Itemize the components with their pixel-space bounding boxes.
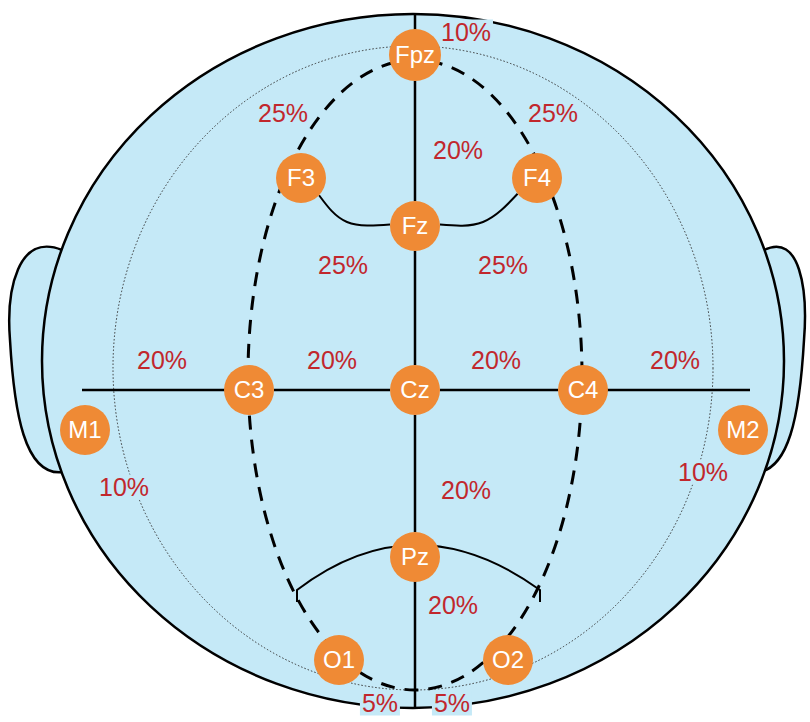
electrode-circle: F4 — [512, 153, 562, 203]
distance-percent: 10% — [97, 475, 151, 500]
electrode-label: O1 — [323, 648, 355, 672]
electrode-circle: O2 — [483, 635, 533, 685]
distance-percent: 10% — [439, 20, 493, 45]
distance-percent: 5% — [432, 691, 472, 716]
coronal-line — [583, 389, 750, 392]
electrode-label: M2 — [726, 418, 759, 442]
electrode-label: M1 — [68, 418, 101, 442]
electrode-circle: O1 — [314, 635, 364, 685]
distance-percent: 20% — [426, 593, 480, 618]
distance-percent: 20% — [305, 348, 359, 373]
electrode-circle: Fpz — [389, 29, 441, 81]
electrode-circle: F3 — [276, 153, 326, 203]
measurement-line — [274, 389, 390, 392]
electrode-circle: C4 — [558, 365, 608, 415]
measurement-line — [440, 389, 558, 392]
distance-percent: 25% — [316, 253, 370, 278]
distance-percent: 20% — [648, 348, 702, 373]
electrode-label: Fz — [402, 214, 429, 238]
distance-percent: 25% — [526, 101, 580, 126]
electrode-circle: Cz — [390, 365, 440, 415]
electrode-label: C4 — [568, 378, 599, 402]
electrode-label: O2 — [492, 648, 524, 672]
measurement-line — [414, 81, 417, 201]
electrode-label: C3 — [234, 378, 265, 402]
distance-percent: 5% — [360, 691, 400, 716]
electrode-label: F4 — [523, 166, 551, 190]
electrode-circle: M1 — [60, 405, 110, 455]
distance-percent: 25% — [256, 101, 310, 126]
electrode-circle: M2 — [718, 405, 768, 455]
electrode-label: F3 — [287, 166, 315, 190]
electrode-circle: Fz — [390, 201, 440, 251]
distance-percent: 25% — [476, 253, 530, 278]
dotted-circle — [113, 46, 713, 690]
electrode-label: Pz — [401, 545, 429, 569]
electrode-circle: Pz — [390, 532, 440, 582]
distance-percent: 20% — [469, 348, 523, 373]
electrode-circle: C3 — [224, 365, 274, 415]
measurement-line — [440, 194, 518, 226]
measurement-line — [319, 195, 390, 225]
measurement-line — [414, 251, 417, 365]
distance-percent: 20% — [431, 138, 485, 163]
electrode-label: Fpz — [395, 43, 435, 67]
distance-percent: 20% — [439, 478, 493, 503]
head-outline — [42, 14, 784, 708]
midline — [414, 560, 417, 708]
distance-percent: 20% — [135, 348, 189, 373]
distance-percent: 10% — [676, 460, 730, 485]
measurement-line — [414, 415, 417, 532]
electrode-label: Cz — [400, 378, 429, 402]
